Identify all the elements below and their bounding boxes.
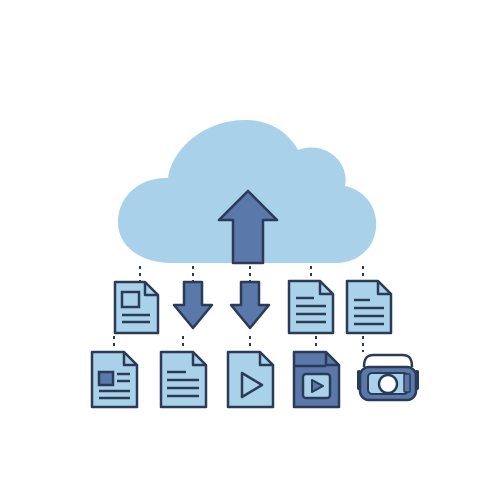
camera-device-icon [357,353,419,402]
text-document-icon [345,279,393,335]
connectors-bottom [113,336,364,352]
video-clapper-file-icon [292,350,341,409]
image-document-icon [90,350,139,409]
download-arrow-icon [172,280,214,330]
connectors-top [139,266,364,282]
text-document-icon [287,279,335,335]
image-document-icon [113,280,160,335]
download-arrow-icon [229,280,271,330]
upload-arrow-icon [217,189,279,265]
text-document-icon [159,350,208,409]
video-file-icon [226,350,275,409]
